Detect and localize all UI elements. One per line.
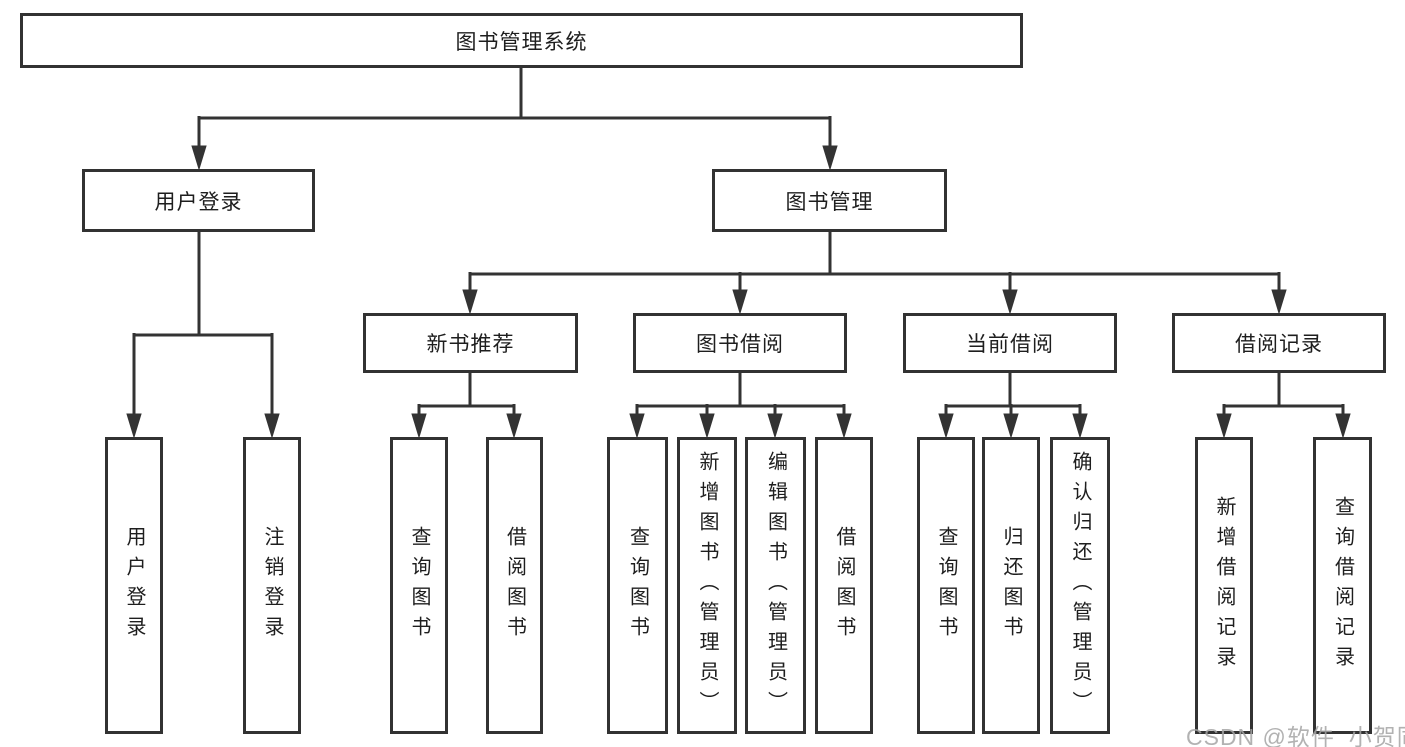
leaf-rec-borrow-book-label: 借阅图书 [503,525,526,646]
node-book-mgmt-label: 图书管理 [785,190,874,214]
leaf-bb-borrow-book: 借阅图书 [815,437,873,734]
leaf-logout: 注销登录 [243,437,301,734]
leaf-bb-query-book: 查询图书 [607,437,668,734]
node-user-login: 用户登录 [82,169,315,232]
node-root: 图书管理系统 [20,13,1023,68]
node-borrow-record: 借阅记录 [1172,313,1386,373]
leaf-cb-query-book-label: 查询图书 [935,525,957,646]
leaf-cb-return-book: 归还图书 [982,437,1040,734]
node-new-book-rec-label: 新书推荐 [426,333,515,356]
leaf-user-login: 用户登录 [105,437,163,734]
node-user-login-label: 用户登录 [154,190,243,214]
leaf-bb-add-book: 新增图书（管理员） [677,437,737,734]
leaf-cb-query-book: 查询图书 [917,437,975,734]
leaf-br-add-record: 新增借阅记录 [1195,437,1253,734]
leaf-rec-query-book: 查询图书 [390,437,448,734]
node-current-borrow: 当前借阅 [903,313,1117,373]
node-book-borrow-label: 图书借阅 [696,333,784,356]
leaf-br-query-record: 查询借阅记录 [1313,437,1372,734]
csdn-watermark: CSDN @软件_小贺同学 [1186,724,1405,747]
node-root-label: 图书管理系统 [455,30,588,54]
node-book-mgmt: 图书管理 [712,169,947,232]
leaf-cb-confirm-return: 确认归还（管理员） [1050,437,1110,734]
leaf-logout-label: 注销登录 [261,525,283,646]
node-borrow-record-label: 借阅记录 [1235,333,1323,356]
leaf-bb-edit-book: 编辑图书（管理员） [745,437,806,734]
leaf-cb-return-book-label: 归还图书 [1000,525,1022,646]
leaf-bb-query-book-label: 查询图书 [626,525,649,646]
leaf-bb-borrow-book-label: 借阅图书 [833,525,855,646]
node-current-borrow-label: 当前借阅 [966,333,1054,356]
leaf-cb-confirm-return-label: 确认归还（管理员） [1069,450,1091,721]
leaf-user-login-label: 用户登录 [123,525,145,646]
node-new-book-rec: 新书推荐 [363,313,578,373]
leaf-bb-add-book-label: 新增图书（管理员） [696,450,718,721]
leaf-rec-query-book-label: 查询图书 [408,525,430,646]
leaf-bb-edit-book-label: 编辑图书（管理员） [764,450,787,721]
leaf-br-add-record-label: 新增借阅记录 [1213,495,1235,676]
leaf-rec-borrow-book: 借阅图书 [486,437,543,734]
leaf-br-query-record-label: 查询借阅记录 [1331,495,1354,676]
node-book-borrow: 图书借阅 [633,313,847,373]
